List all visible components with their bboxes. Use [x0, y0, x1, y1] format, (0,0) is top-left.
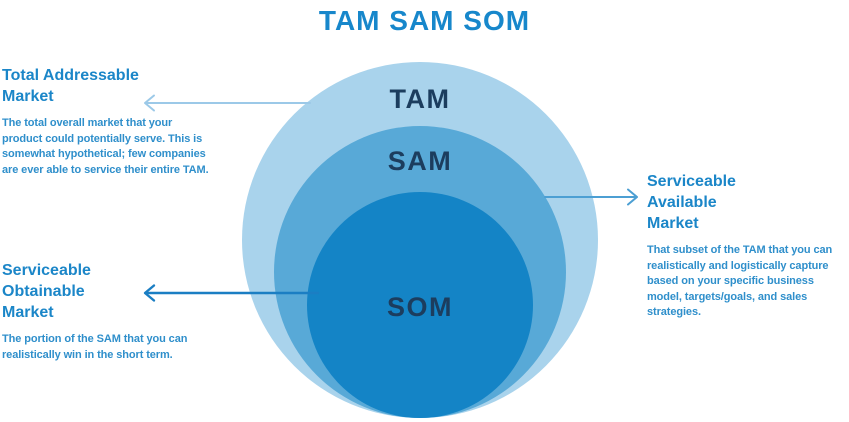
- tam-annotation: Total Addressable Market The total overa…: [2, 65, 214, 178]
- tam-annotation-body: The total overall market that your produ…: [2, 117, 209, 176]
- sam-circle-label: SAM: [387, 146, 453, 176]
- som-circle: [307, 192, 533, 418]
- som-annotation-heading: Serviceable Obtainable Market: [2, 262, 91, 321]
- sam-annotation-body: That subset of the TAM that you can real…: [647, 244, 833, 318]
- sam-annotation: Serviceable Available Market That subset…: [647, 171, 847, 321]
- som-annotation: Serviceable Obtainable Market The portio…: [2, 260, 218, 363]
- sam-annotation-heading: Serviceable Available Market: [647, 173, 736, 232]
- tam-annotation-heading: Total Addressable Market: [2, 67, 139, 105]
- diagram-title: TAM SAM SOM: [318, 5, 531, 36]
- som-annotation-body: The portion of the SAM that you can real…: [2, 333, 188, 361]
- som-circle-label: SOM: [386, 292, 453, 322]
- tam-circle-label: TAM: [389, 84, 451, 114]
